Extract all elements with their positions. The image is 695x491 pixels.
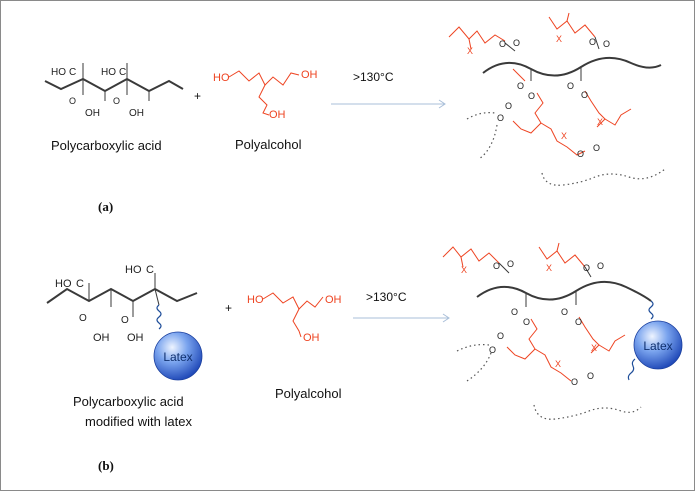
product-latex-particle	[633, 320, 683, 370]
group-oh: OH	[303, 332, 320, 344]
panel-a: HO C HO C O OH O OH Polycarboxylic acid …	[44, 12, 666, 214]
crosslinked-product-b: X X X X O O O O O O O O O O O O Latex	[442, 242, 683, 420]
svg-text:X: X	[561, 131, 567, 141]
polycarboxylic-acid-structure-a: HO C HO C O OH O OH	[44, 63, 184, 119]
plus-sign-a: +	[194, 89, 201, 103]
polycarboxylic-acid-structure-b: HO C HO C O OH O OH Latex	[46, 264, 203, 381]
group-ho: HO	[125, 264, 142, 276]
svg-text:C: C	[119, 67, 126, 78]
svg-text:O: O	[113, 96, 120, 106]
reaction-arrow-b	[353, 313, 450, 323]
svg-text:O: O	[581, 90, 588, 100]
group-ho: HO	[247, 294, 264, 306]
group-ho: HO	[55, 278, 72, 290]
svg-text:O: O	[511, 307, 518, 317]
polycarboxylic-acid-label-a: Polycarboxylic acid	[51, 138, 162, 153]
svg-text:O: O	[497, 113, 504, 123]
group-oh: OH	[129, 108, 144, 119]
svg-text:O: O	[69, 96, 76, 106]
svg-text:X: X	[591, 343, 597, 353]
group-ho: HO	[101, 67, 116, 78]
latex-label: Latex	[163, 350, 192, 364]
latex-particle	[153, 331, 203, 381]
group-oh: OH	[93, 332, 110, 344]
svg-text:X: X	[467, 46, 473, 56]
svg-text:O: O	[593, 143, 600, 153]
group-oh: OH	[325, 294, 342, 306]
reaction-condition-b: >130°C	[366, 290, 407, 304]
svg-text:O: O	[589, 37, 596, 47]
svg-text:O: O	[499, 39, 506, 49]
svg-text:O: O	[513, 38, 520, 48]
polyalcohol-label-b: Polyalcohol	[275, 386, 342, 401]
svg-text:O: O	[575, 317, 582, 327]
polyalcohol-structure-a: HO OH OH	[213, 69, 318, 121]
polycarboxylic-acid-label-b-line2: modified with latex	[85, 414, 192, 429]
svg-text:O: O	[528, 91, 535, 101]
polyalcohol-label-a: Polyalcohol	[235, 137, 302, 152]
reaction-condition-a: >130°C	[353, 70, 394, 84]
svg-text:O: O	[493, 261, 500, 271]
svg-text:O: O	[523, 317, 530, 327]
svg-text:O: O	[583, 263, 590, 273]
group-ho: HO	[51, 67, 66, 78]
svg-text:O: O	[577, 149, 584, 159]
svg-text:O: O	[571, 377, 578, 387]
svg-text:O: O	[561, 307, 568, 317]
polyalcohol-structure-b: HO OH OH	[247, 292, 342, 344]
svg-text:X: X	[556, 34, 562, 44]
group-oh: OH	[301, 69, 318, 81]
panel-label-b: (b)	[98, 458, 114, 473]
group-ho: HO	[213, 72, 230, 84]
svg-text:O: O	[597, 261, 604, 271]
svg-text:X: X	[597, 117, 603, 127]
panel-label-a: (a)	[98, 199, 113, 214]
svg-text:O: O	[489, 345, 496, 355]
svg-text:O: O	[497, 331, 504, 341]
svg-text:O: O	[121, 315, 129, 326]
panel-b: HO C HO C O OH O OH Latex Polycarboxylic…	[46, 242, 683, 473]
svg-text:X: X	[555, 359, 561, 369]
reaction-arrow-a	[331, 99, 446, 109]
svg-text:X: X	[461, 265, 467, 275]
svg-text:O: O	[79, 313, 87, 324]
svg-text:O: O	[507, 259, 514, 269]
polycarboxylic-acid-label-b-line1: Polycarboxylic acid	[73, 394, 184, 409]
group-oh: OH	[85, 108, 100, 119]
svg-text:O: O	[567, 81, 574, 91]
svg-text:O: O	[517, 81, 524, 91]
svg-text:O: O	[587, 371, 594, 381]
svg-text:C: C	[76, 278, 84, 290]
svg-text:X: X	[546, 263, 552, 273]
svg-text:C: C	[146, 264, 154, 276]
crosslinked-product-a: X X X X O O O O O O O O O O O O	[448, 12, 666, 186]
product-latex-label: Latex	[643, 339, 672, 353]
group-oh: OH	[127, 332, 144, 344]
plus-sign-b: +	[225, 301, 232, 315]
svg-text:O: O	[505, 101, 512, 111]
svg-text:C: C	[69, 67, 76, 78]
svg-text:O: O	[603, 39, 610, 49]
group-oh: OH	[269, 109, 286, 121]
